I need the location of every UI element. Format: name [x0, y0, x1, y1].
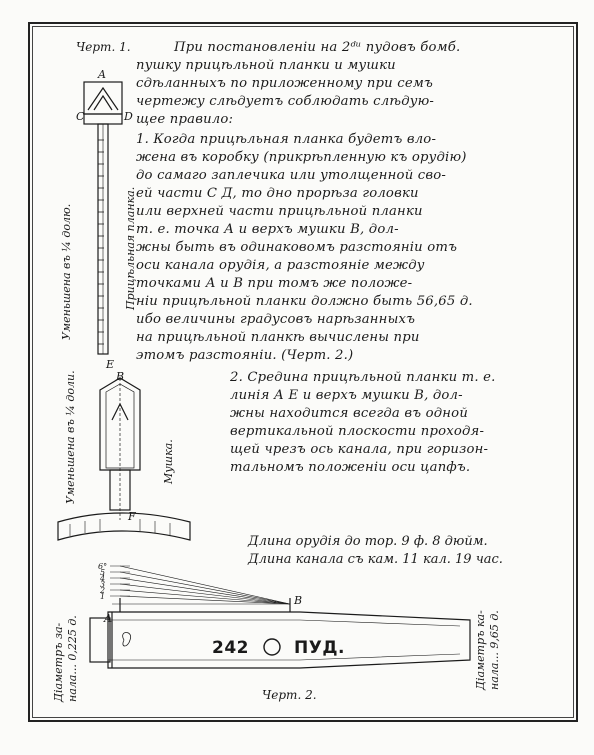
front-sight-point-f: F — [128, 510, 136, 523]
text-line: или верхней части прицѣльной планки — [136, 204, 423, 219]
text-line: щей чрезъ ось канала, при горизон- — [230, 442, 489, 457]
gun-drawing — [89, 565, 471, 669]
text-line: чертежу слѣдуетъ соблюдать слѣдую- — [136, 94, 435, 109]
gun-stamp-number: 242 — [212, 638, 249, 658]
gun-length-note: Длина орудія до тор. 9 ф. 8 дюйм. — [248, 534, 488, 549]
text-line: ніи прицѣльной планки должно быть 56,65 … — [136, 294, 473, 309]
text-line: вертикальной плоскости проходя- — [230, 424, 485, 439]
text-line: При постановленіи на 2ᵈᵘ пудовъ бомб. — [174, 40, 461, 55]
text-line: оси канала орудія, а разстояніе между — [136, 258, 425, 273]
text-line: линія А Е и верхъ мушки В, дол- — [230, 388, 463, 403]
bore-length-note: Длина канала съ кам. 11 кал. 19 час. — [248, 552, 503, 567]
text-line: 1. Когда прицѣльная планка будетъ вло- — [136, 132, 437, 147]
left-diameter-caption-1: Діаметръ за- — [52, 622, 65, 702]
text-line: точками А и В при томъ же положе- — [136, 276, 413, 291]
scale-mark: 4 — [100, 574, 106, 583]
scale-mark: 2 — [100, 586, 106, 595]
inner-border — [32, 26, 574, 718]
figure1-scale-caption: Уменьшена въ ¼ долю. — [60, 203, 73, 340]
figure2-point-a: A — [104, 612, 112, 625]
outer-border — [28, 22, 578, 722]
front-sight-part-caption: Мушка. — [162, 439, 175, 484]
scale-mark: 3 — [100, 580, 106, 589]
text-line: сдѣланныхъ по приложенному при семъ — [136, 76, 433, 91]
figure1-point-c: C — [76, 110, 85, 123]
right-diameter-caption-2: нала... 9,65 д. — [488, 610, 501, 690]
figure2-title: Черт. 2. — [262, 688, 317, 702]
rear-sight-drawing — [83, 81, 123, 355]
front-sight-drawing — [57, 377, 191, 541]
scale-mark: 6° — [98, 562, 108, 571]
text-line: пушку прицѣльной планки и мушки — [136, 58, 396, 73]
scale-mark: 1 — [100, 592, 106, 601]
gun-stamp-text: ПУД. — [294, 638, 345, 658]
front-sight-scale-caption: Уменьшена въ ¼ доли. — [64, 370, 77, 504]
text-line: жны быть въ одинаковомъ разстояніи отъ — [136, 240, 458, 255]
figure2-point-b: B — [294, 594, 303, 607]
text-line: жны находится всегда въ одной — [230, 406, 469, 421]
text-line: т. е. точка А и верхъ мушки В, дол- — [136, 222, 399, 237]
text-line: жена въ коробку (прикрѣпленную къ орудію… — [136, 150, 467, 165]
text-line: на прицѣльной планкѣ вычислены при — [136, 330, 420, 345]
figure1-point-d: D — [124, 110, 133, 123]
figure1-point-a: A — [98, 68, 106, 81]
figure1-title: Черт. 1. — [76, 40, 131, 54]
left-diameter-caption-2: нала... 0,225 д. — [66, 615, 79, 702]
front-sight-point-e: E — [106, 358, 115, 371]
text-line: этомъ разстояніи. (Черт. 2.) — [136, 348, 354, 363]
text-line: ей части С Д, то дно прорѣза головки — [136, 186, 419, 201]
scale-mark: 5 — [100, 568, 106, 577]
right-diameter-caption-1: Діаметръ ка- — [474, 610, 487, 690]
front-sight-point-b: B — [116, 370, 125, 383]
text-line: тальномъ положеніи оси цапфъ. — [230, 460, 471, 475]
text-line: щее правило: — [136, 112, 234, 127]
text-line: ибо величины градусовъ нарѣзанныхъ — [136, 312, 416, 327]
text-line: до самаго заплечика или утолщенной сво- — [136, 168, 447, 183]
text-line: 2. Средина прицѣльной планки т. е. — [230, 370, 496, 385]
